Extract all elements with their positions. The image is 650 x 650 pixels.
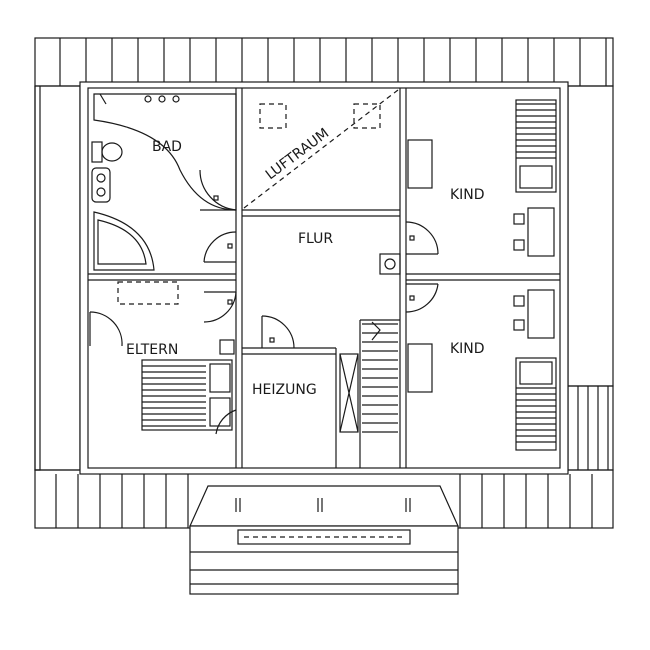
washbasin	[91, 167, 111, 203]
label-heizung: HEIZUNG	[252, 382, 317, 398]
door-eltern-lower	[215, 339, 237, 435]
door-eltern-hall	[89, 311, 123, 347]
heizung-shaft	[339, 353, 359, 433]
label-bad: BAD	[152, 139, 182, 155]
corner-shower	[93, 211, 155, 271]
wardrobe-kind-top	[407, 139, 433, 189]
double-bed	[141, 359, 233, 431]
wardrobe-kind-bottom	[407, 343, 433, 393]
outer-walls	[79, 81, 569, 475]
door-kind-bottom	[405, 283, 439, 313]
door-kind-top	[405, 221, 439, 255]
staircase	[362, 321, 398, 433]
desk-kind-top	[513, 207, 555, 257]
bed-kind-bottom	[515, 357, 557, 451]
toilet	[91, 141, 123, 163]
label-kind-bottom: KIND	[450, 341, 485, 357]
roof-top	[34, 37, 614, 87]
door-bad	[199, 169, 237, 211]
label-kind-top: KIND	[450, 187, 485, 203]
chimney	[379, 253, 401, 275]
bed-kind-top	[515, 99, 557, 193]
luftraum-void	[243, 89, 399, 209]
label-flur: FLUR	[298, 231, 333, 247]
balcony	[189, 485, 459, 595]
bathtub	[93, 93, 237, 211]
interior-walls	[88, 88, 560, 468]
door-flur-heizung	[261, 315, 295, 349]
door-flur-bad	[203, 231, 237, 263]
wardrobe-eltern	[117, 281, 179, 305]
roof-left	[34, 85, 81, 471]
label-eltern: ELTERN	[126, 342, 178, 358]
door-flur-eltern	[203, 291, 237, 323]
roof-right	[567, 85, 614, 471]
desk-kind-bottom	[513, 289, 555, 339]
